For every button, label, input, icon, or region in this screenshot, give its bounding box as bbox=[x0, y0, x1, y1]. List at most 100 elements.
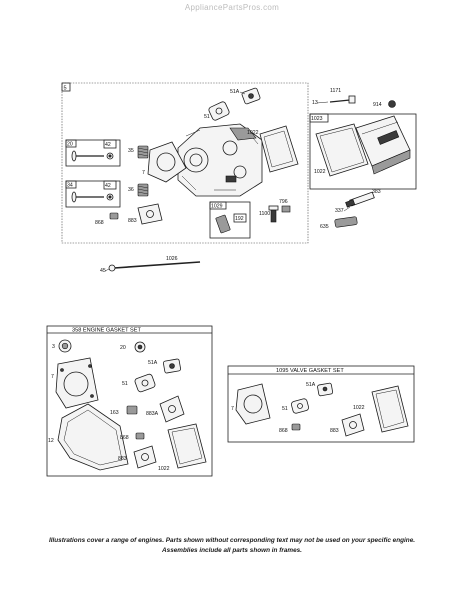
callout-set-163: 163 bbox=[110, 410, 119, 416]
nut-914 bbox=[388, 100, 396, 108]
intake-gasket-set-51a bbox=[162, 358, 182, 374]
valve-cover-gasket-1022 bbox=[315, 123, 369, 177]
callout-796: 796 bbox=[279, 199, 288, 205]
valve-cover-gasket bbox=[259, 125, 299, 173]
footer-line-1: Illustrations cover a range of engines. … bbox=[48, 537, 416, 544]
valve-gasket-set-title: 1095 VALVE GASKET SET bbox=[276, 368, 344, 374]
valve-gasket-set-frame bbox=[227, 365, 415, 443]
valve-spring-36 bbox=[137, 183, 149, 197]
nut-796 bbox=[281, 205, 291, 213]
head-gasket-set bbox=[55, 357, 99, 409]
bolt-1171 bbox=[329, 95, 356, 104]
valve-gasket-set: 1095 VALVE GASKET SET 7 51A 51 868 883 bbox=[227, 365, 415, 443]
engine-gasket-set-title: 358 ENGINE GASKET SET bbox=[72, 328, 141, 334]
callout-set-12: 12 bbox=[48, 438, 54, 444]
callout-635: 635 bbox=[320, 224, 329, 230]
callout-set-51: 51 bbox=[122, 381, 128, 387]
callout-337: 337 bbox=[335, 208, 344, 214]
valve-spring-35 bbox=[137, 145, 149, 159]
intake-gasket-vset-51 bbox=[290, 398, 310, 414]
stud-868-set bbox=[135, 432, 145, 440]
valve-cover-group: 1171 13 914 1023 1022 383 bbox=[309, 88, 417, 230]
frame-number-box bbox=[61, 82, 71, 92]
exhaust-valve bbox=[71, 191, 114, 203]
main-assembly-frame bbox=[61, 82, 309, 244]
intake-gasket-51a bbox=[241, 87, 261, 105]
engine-gasket-set: 358 ENGINE GASKET SET 3 20 7 51A 5 bbox=[46, 325, 213, 477]
callout-36: 36 bbox=[128, 187, 134, 193]
seal-20 bbox=[134, 341, 146, 353]
valve-cover-gasket-vset-1022 bbox=[371, 385, 409, 433]
callout-383: 383 bbox=[372, 189, 381, 195]
callout-set-20: 20 bbox=[120, 345, 126, 351]
callout-868: 868 bbox=[95, 220, 104, 226]
callout-set-51a: 51A bbox=[148, 360, 158, 366]
callout-34: 34 bbox=[67, 183, 73, 189]
stud-vset-868 bbox=[291, 423, 301, 431]
intake-valve bbox=[71, 150, 114, 162]
callout-51a: 51A bbox=[230, 89, 240, 95]
cylinder-head bbox=[177, 123, 263, 197]
callout-vset-51a: 51A bbox=[306, 382, 316, 388]
callout-1023: 1023 bbox=[311, 116, 323, 122]
callout-7: 7 bbox=[142, 170, 145, 176]
valve-cover bbox=[355, 115, 411, 175]
callout-883: 883 bbox=[128, 218, 137, 224]
callout-1022b: 1022 bbox=[314, 169, 326, 175]
stud-868 bbox=[109, 212, 119, 220]
callout-192: 192 bbox=[235, 216, 244, 222]
footer-line-2: Assemblies include all parts shown in fr… bbox=[162, 547, 302, 554]
callout-1100: 1100 bbox=[259, 211, 270, 217]
push-rod bbox=[108, 261, 201, 272]
spark-plug bbox=[345, 191, 375, 208]
gasket-883a bbox=[159, 395, 185, 423]
callout-20: 20 bbox=[67, 142, 73, 148]
callout-set-3: 3 bbox=[52, 344, 55, 350]
seal-3 bbox=[58, 339, 72, 353]
callout-42a: 42 bbox=[105, 142, 111, 148]
frame-number: 5 bbox=[64, 86, 67, 92]
callout-35: 35 bbox=[128, 148, 134, 154]
callout-vset-7: 7 bbox=[231, 406, 234, 412]
callout-51: 51 bbox=[204, 114, 210, 120]
callout-1026: 1026 bbox=[166, 256, 178, 262]
callout-1022a: 1022 bbox=[247, 130, 259, 136]
callout-1029: 1029 bbox=[211, 204, 223, 210]
callout-vset-868: 868 bbox=[279, 428, 288, 434]
callout-vset-883: 883 bbox=[330, 428, 339, 434]
cylinder-head-gasket bbox=[147, 141, 187, 183]
callout-45: 45 bbox=[100, 268, 106, 274]
callout-vset-51: 51 bbox=[282, 406, 288, 412]
engine-gasket-set-frame bbox=[46, 325, 213, 477]
intake-gasket-51 bbox=[208, 101, 230, 121]
callout-set-1022: 1022 bbox=[158, 466, 170, 472]
main-assembly: 5 51A 51 1022 bbox=[61, 82, 309, 274]
intake-gasket-set-51 bbox=[134, 373, 156, 393]
exhaust-gasket-set-883 bbox=[133, 445, 157, 469]
exhaust-gasket-883 bbox=[137, 203, 163, 225]
head-gasket-vset bbox=[235, 383, 271, 425]
callout-vset-1022: 1022 bbox=[353, 405, 365, 411]
watermark: AppliancePartsPros.com bbox=[184, 3, 280, 12]
exhaust-gasket-vset-883 bbox=[341, 413, 365, 437]
callout-set-883a: 883A bbox=[146, 411, 159, 417]
gasket-163 bbox=[126, 405, 138, 415]
crankcase-gasket-12 bbox=[57, 403, 129, 471]
callout-1171: 1171 bbox=[330, 88, 341, 94]
stud-1100 bbox=[268, 205, 279, 223]
callout-set-883: 883 bbox=[118, 456, 127, 462]
callout-42b: 42 bbox=[105, 183, 111, 189]
exhaust-valve-box bbox=[65, 180, 121, 208]
callout-13: 13 bbox=[312, 100, 318, 106]
footer-notes: Illustrations cover a range of engines. … bbox=[0, 536, 464, 556]
breather-part bbox=[215, 214, 231, 234]
callout-set-7: 7 bbox=[51, 374, 54, 380]
callout-914: 914 bbox=[373, 102, 382, 108]
intake-valve-box bbox=[65, 139, 121, 167]
valve-cover-frame bbox=[309, 113, 417, 190]
breather-box bbox=[209, 201, 251, 239]
intake-gasket-vset-51a bbox=[317, 382, 334, 397]
plug-cap-635 bbox=[334, 216, 358, 228]
valve-cover-gasket-set-1022 bbox=[167, 423, 207, 469]
